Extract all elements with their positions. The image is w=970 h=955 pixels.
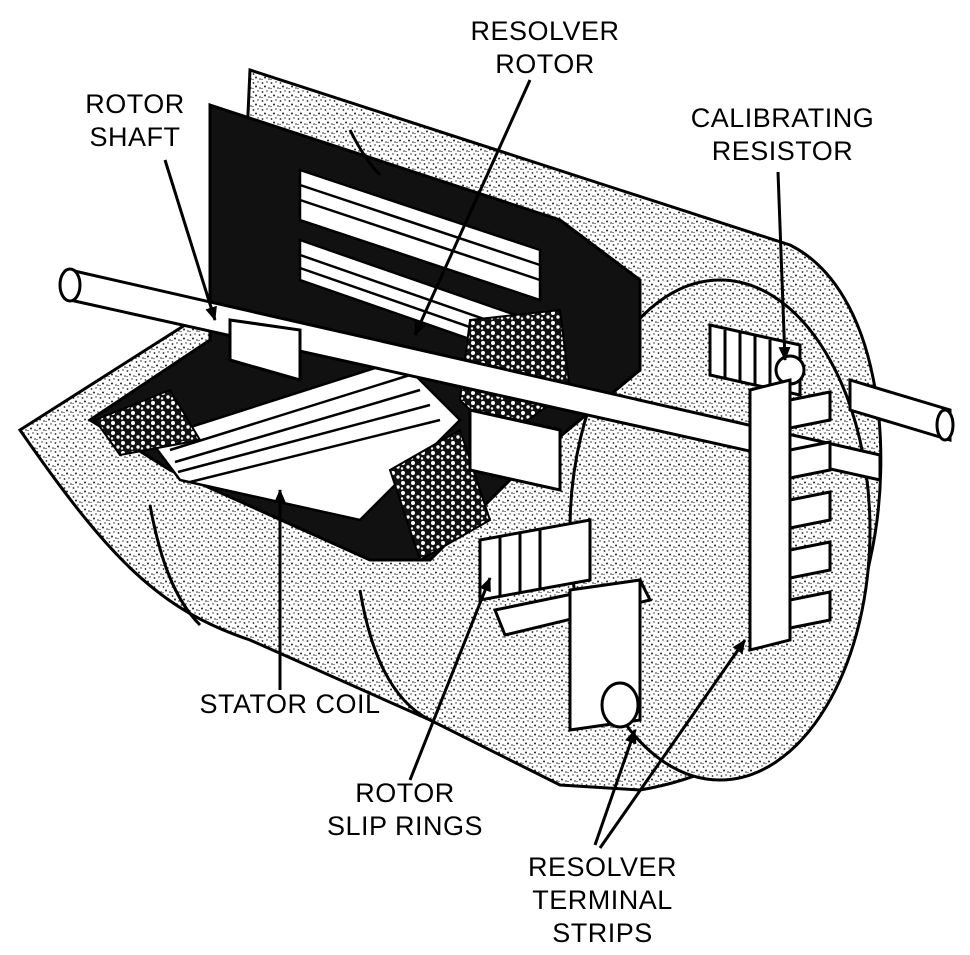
label-line: ROTOR (85, 89, 185, 119)
leader-resolver-rotor (413, 79, 532, 336)
label-line: TERMINAL (532, 885, 673, 915)
terminal-strip-part (748, 378, 832, 652)
leader-terminal-strips-1 (593, 729, 637, 846)
label-rotor-slip-rings: ROTOR SLIP RINGS (305, 777, 505, 843)
label-line: SHAFT (89, 122, 181, 152)
leader-calibrating-resistor (776, 171, 791, 361)
label-line: RESISTOR (711, 136, 854, 166)
label-resolver-terminal-strips: RESOLVER TERMINAL STRIPS (510, 851, 695, 950)
label-line: STATOR COIL (199, 689, 381, 719)
label-rotor-shaft: ROTOR SHAFT (65, 88, 205, 154)
label-line: RESOLVER (527, 852, 678, 882)
label-resolver-rotor: RESOLVER ROTOR (450, 15, 640, 81)
label-line: CALIBRATING (690, 103, 875, 133)
label-line: SLIP RINGS (326, 811, 484, 841)
label-calibrating-resistor: CALIBRATING RESISTOR (670, 102, 895, 168)
housing-band (148, 129, 431, 722)
calibrating-resistor-part (708, 323, 806, 397)
leader-slip-rings (408, 577, 492, 781)
leader-rotor-shaft (163, 159, 217, 321)
label-line: ROTOR (355, 778, 455, 808)
label-line: STRIPS (552, 918, 653, 948)
leader-lines (163, 79, 791, 849)
label-line: RESOLVER (470, 16, 620, 46)
leader-terminal-strips-2 (598, 639, 747, 849)
rotor-shaft-body (58, 267, 955, 492)
stator-coil-winding (147, 358, 462, 522)
label-line: ROTOR (495, 49, 595, 79)
label-stator-coil: STATOR COIL (180, 688, 400, 721)
winding-ends (93, 308, 572, 562)
slip-ring-assembly (478, 518, 653, 732)
